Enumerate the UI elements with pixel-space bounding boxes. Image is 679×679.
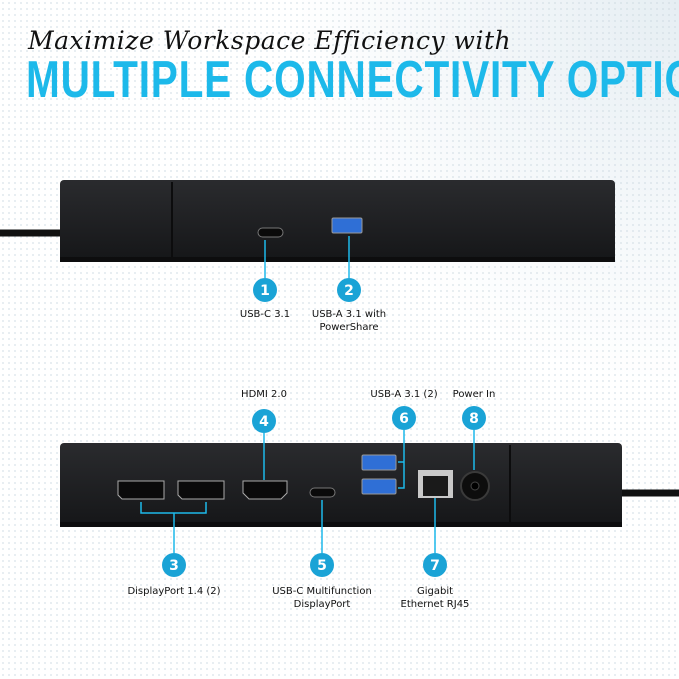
svg-text:1: 1 bbox=[260, 283, 270, 299]
callout-6: 6 bbox=[392, 406, 416, 430]
displayport-2 bbox=[177, 480, 225, 500]
callout-8: 8 bbox=[462, 406, 486, 430]
headline: MULTIPLE CONNECTIVITY OPTIONS bbox=[26, 51, 679, 109]
label-hdmi: HDMI 2.0 bbox=[241, 389, 287, 400]
label-usb-c-multi-line1: USB-C Multifunction bbox=[272, 586, 372, 597]
label-usb-a-line1: USB-A 3.1 with bbox=[312, 309, 386, 320]
dock-front-view: 1 2 USB-C 3.1 USB-A 3.1 with PowerShare bbox=[0, 180, 615, 333]
label-usb-a-rear: USB-A 3.1 (2) bbox=[370, 389, 437, 400]
svg-text:7: 7 bbox=[430, 558, 440, 574]
svg-text:3: 3 bbox=[169, 558, 179, 574]
usb-a-port-2 bbox=[361, 478, 397, 495]
usb-c-port bbox=[309, 487, 336, 498]
svg-text:2: 2 bbox=[344, 283, 354, 299]
label-usb-c-multi-line2: DisplayPort bbox=[294, 599, 351, 610]
callout-4: 4 bbox=[252, 409, 276, 433]
callout-3: 3 bbox=[162, 553, 186, 577]
svg-text:8: 8 bbox=[469, 411, 479, 427]
hdmi-port bbox=[242, 480, 288, 500]
dock-body bbox=[60, 443, 622, 527]
callout-2: 2 bbox=[337, 278, 361, 302]
label-usb-c: USB-C 3.1 bbox=[240, 309, 290, 320]
displayport-1 bbox=[117, 480, 165, 500]
label-displayport: DisplayPort 1.4 (2) bbox=[127, 586, 220, 597]
callout-5: 5 bbox=[310, 553, 334, 577]
svg-text:6: 6 bbox=[399, 411, 409, 427]
usb-a-port-1 bbox=[361, 454, 397, 471]
label-ethernet-line1: Gigabit bbox=[417, 586, 453, 597]
callout-7: 7 bbox=[423, 553, 447, 577]
label-ethernet-line2: Ethernet RJ45 bbox=[401, 599, 470, 610]
dock-rear-view: 3 4 5 6 7 8 DisplayPort 1.4 (2) HDMI 2.0… bbox=[60, 389, 679, 610]
label-power-in: Power In bbox=[453, 389, 496, 400]
usb-c-port bbox=[257, 227, 284, 238]
label-usb-a-line2: PowerShare bbox=[319, 322, 378, 333]
svg-text:4: 4 bbox=[259, 414, 269, 430]
usb-a-port bbox=[331, 217, 363, 234]
svg-text:5: 5 bbox=[317, 558, 327, 574]
tagline: Maximize Workspace Efficiency with bbox=[28, 26, 512, 55]
callout-1: 1 bbox=[253, 278, 277, 302]
